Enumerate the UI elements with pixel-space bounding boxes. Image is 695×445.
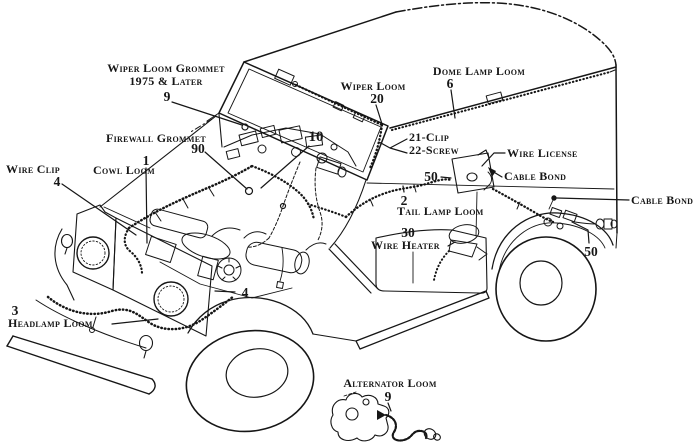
- dash-loom-line: [250, 164, 316, 222]
- leader-headlamp-loom: [111, 318, 159, 325]
- cable-bond-strap: [483, 171, 493, 191]
- callout-tail-lamp-loom: Tail Lamp Loom: [397, 204, 484, 218]
- leader-firewall-grommet: [204, 151, 248, 190]
- callout-headlamp-loom: Headlamp Loom: [8, 316, 93, 330]
- leader-50-left: [440, 176, 452, 179]
- alternator-pigtail-line: [384, 413, 428, 442]
- headlamp-left: [76, 236, 110, 270]
- loom-clips-connectors: [89, 69, 616, 333]
- leader-wire-clip-front: [214, 290, 236, 293]
- leader-cable-bond-right: [556, 197, 630, 201]
- headlamp-loom-line: [46, 294, 236, 331]
- callout-number-90: 90: [191, 141, 205, 156]
- dome-lamp-loom-line: [390, 70, 612, 132]
- callout-alternator-loom: Alternator Loom: [343, 376, 437, 390]
- leader-clip-screw: [378, 138, 408, 154]
- leader-wiper-loom: [375, 104, 383, 125]
- callout-number-4: 4: [53, 174, 61, 189]
- front-panel-headlamps: [54, 204, 213, 359]
- alternator-detail: [330, 391, 441, 442]
- tail-lamp-assembly: [543, 195, 618, 230]
- leader-dome-loom: [450, 89, 456, 119]
- callout-wiper-loom-grommet: Wiper Loom Grommet 1975 & Later: [107, 61, 225, 88]
- callout-number-1: 1: [142, 153, 150, 168]
- cowl-hood-lines: [99, 113, 223, 229]
- wiper-grommet-part: [241, 123, 249, 131]
- roof-outline: [188, 1, 618, 249]
- callout-cable-bond-upper: Cable Bond: [504, 169, 567, 183]
- callout-wiper-loom: Wiper Loom: [340, 79, 406, 93]
- callout-number-50-left: 50: [424, 169, 438, 184]
- rocker-step: [355, 290, 490, 350]
- leader-wire-heater: [447, 241, 456, 247]
- callout-leader-lines: [61, 89, 630, 412]
- leader-wiper-grommet: [171, 101, 243, 126]
- callout-number-6: 6: [446, 76, 454, 91]
- callout-number-9-alternator: 9: [384, 389, 392, 404]
- callout-number-9-grommet: 9: [163, 89, 171, 104]
- loom-lines: [46, 70, 612, 331]
- callout-clip-screw: 21-Clip 22-Screw: [409, 130, 459, 157]
- callout-firewall-grommet: Firewall Grommet: [105, 131, 207, 145]
- wiper-motor: [274, 68, 295, 86]
- callout-cowl-loom: Cowl Loom: [93, 163, 155, 177]
- body-side-door: [328, 182, 615, 350]
- front-wheel-arch: [187, 296, 314, 335]
- leader-dash-loom: [260, 145, 310, 189]
- valve-cover: [149, 208, 209, 239]
- callout-wire-license: Wire License: [507, 146, 578, 160]
- tail-lamp-loom-line: [344, 178, 453, 219]
- callout-wire-heater: Wire Heater: [371, 238, 440, 252]
- callout-number-3: 3: [11, 303, 19, 318]
- roof-seam-dashdot: [395, 1, 617, 66]
- firewall-grommet-part: [244, 186, 254, 196]
- license-plate-bracket: [451, 149, 495, 237]
- heater-wire-line: [433, 250, 450, 281]
- rear-wheel-arch: [491, 212, 614, 270]
- left-fender-edge: [54, 228, 75, 301]
- callout-number-50-right: 50: [584, 244, 598, 259]
- leader-alternator-loom: [387, 402, 392, 412]
- callout-number-4-front: 4: [241, 285, 249, 300]
- callout-cable-bond-right: Cable Bond: [631, 193, 694, 207]
- leader-tail-loom: [402, 185, 405, 193]
- callout-number-2: 2: [400, 193, 408, 208]
- parking-lamp-left: [60, 233, 74, 249]
- headlamp-right: [153, 281, 189, 317]
- leader-wire-license: [481, 152, 506, 167]
- starter-motor: [245, 241, 303, 274]
- callout-number-30: 30: [401, 225, 415, 240]
- rear-wheel: [491, 212, 614, 342]
- wiper-loom-line: [294, 83, 384, 170]
- leader-wire-clip: [61, 183, 137, 236]
- front-wheel: [185, 296, 357, 433]
- callout-dome-lamp-loom: Dome Lamp Loom: [432, 64, 526, 78]
- cowl-loom-line: [127, 164, 254, 230]
- callout-number-10: 10: [308, 129, 324, 145]
- callout-number-20: 20: [370, 91, 384, 106]
- front-bumper: [6, 299, 156, 395]
- cable-bond-point: [551, 195, 557, 201]
- leader-50-right: [571, 221, 590, 244]
- callout-wire-clip: Wire Clip: [6, 162, 60, 176]
- leader-cowl-loom: [145, 167, 148, 244]
- arrow-marker: [377, 410, 386, 420]
- heater-blower: [448, 224, 488, 261]
